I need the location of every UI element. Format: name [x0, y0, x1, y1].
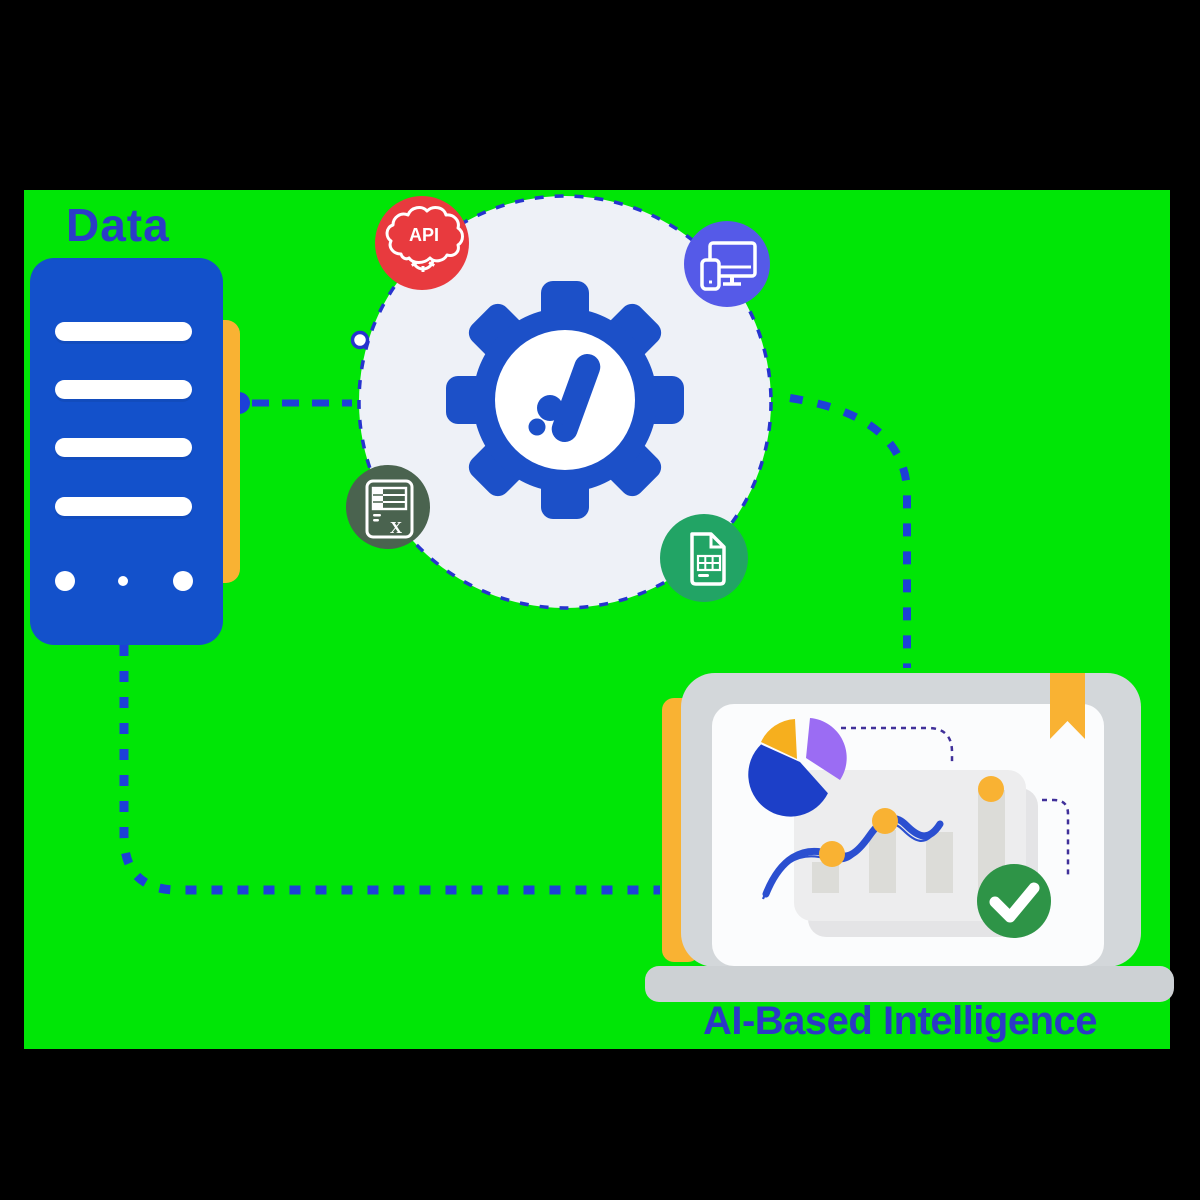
excel-spreadsheet-icon: X — [346, 465, 430, 549]
processing-hub — [357, 194, 773, 610]
data-label: Data — [66, 199, 170, 251]
server-led-dot — [173, 571, 193, 591]
laptop-icon — [645, 673, 1174, 1002]
api-cloud-icon: API — [375, 196, 469, 290]
data-point-dot — [978, 776, 1004, 802]
data-point-dot — [819, 841, 845, 867]
sheets-document-icon — [660, 514, 748, 602]
bookmark-ribbon — [1050, 673, 1085, 739]
api-label: API — [409, 225, 439, 245]
check-mark-badge — [977, 864, 1051, 938]
excel-x-glyph: X — [390, 518, 403, 537]
dashed-frame-right — [1042, 798, 1070, 877]
slash-and-dots-logo — [528, 353, 601, 443]
data-point-dot — [872, 808, 898, 834]
server-slot-bar — [55, 322, 192, 341]
server-slot-bar — [55, 497, 192, 516]
gear-icon — [446, 281, 684, 519]
server-slot-bar — [55, 380, 192, 399]
laptop-base — [645, 966, 1174, 1002]
connector-hub-to-laptop — [789, 394, 911, 668]
server-led-dot — [55, 571, 75, 591]
pie-chart — [748, 718, 847, 817]
bar-chart — [812, 790, 1005, 893]
line-chart — [761, 776, 1004, 900]
server-slot-bar — [55, 438, 192, 457]
chart-panel — [794, 770, 1026, 921]
server-led-dot — [118, 576, 128, 586]
connector-server-to-laptop — [119, 645, 660, 895]
ai-based-intelligence-label: AI-Based Intelligence — [702, 999, 1098, 1043]
hub-edge-node — [350, 330, 370, 350]
server-icon — [30, 258, 223, 645]
devices-icon — [684, 221, 770, 307]
